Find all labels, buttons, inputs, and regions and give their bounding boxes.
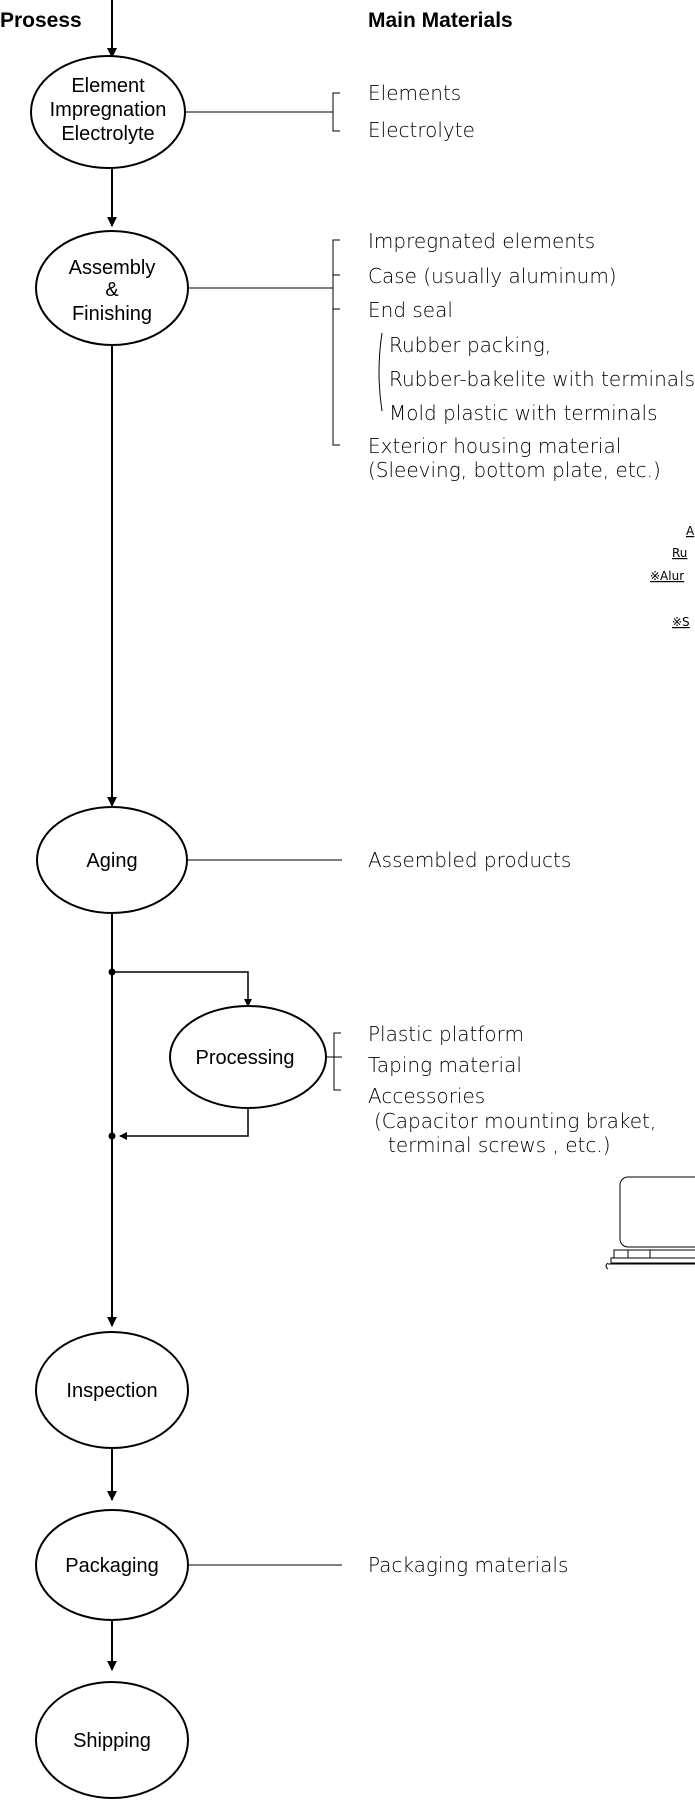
material-end-seal-option-3: Mold plastic with terminals <box>389 401 658 425</box>
material-assembled-products: Assembled products <box>368 848 571 872</box>
material-taping: Taping material <box>368 1053 522 1077</box>
bracket-element <box>332 92 340 132</box>
node-processing-label: Processing <box>196 1047 295 1069</box>
material-exterior-housing: Exterior housing material <box>368 434 621 458</box>
node-shipping-label: Shipping <box>73 1730 151 1752</box>
node-inspection-label: Inspection <box>66 1380 157 1402</box>
material-exterior-housing-note: (Sleeving, bottom plate, etc.) <box>368 458 661 482</box>
material-case: Case (usually aluminum) <box>368 264 617 288</box>
node-element-label-3: Electrolyte <box>61 123 154 145</box>
junction-dot-out <box>108 968 116 976</box>
capacitor-platform-curl <box>605 1262 609 1270</box>
processing-loop <box>112 971 252 1140</box>
material-packaging: Packaging materials <box>368 1553 568 1577</box>
bracket-processing <box>333 1032 341 1091</box>
node-shipping <box>35 1681 189 1799</box>
node-element-label-1: Element <box>71 75 145 97</box>
clipped-fragment-4: ※S <box>672 615 690 629</box>
capacitor-platform <box>610 1257 695 1264</box>
node-packaging-label: Packaging <box>65 1555 158 1577</box>
material-end-seal: End seal <box>368 298 453 322</box>
junction-dot-in <box>108 1132 116 1140</box>
material-plastic-platform: Plastic platform <box>368 1022 524 1046</box>
material-electrolyte: Electrolyte <box>368 118 475 142</box>
material-impregnated-elements: Impregnated elements <box>368 229 595 253</box>
material-end-seal-option-1: Rubber packing, <box>389 333 551 357</box>
node-assembly-label-2: & <box>105 279 119 301</box>
materials-header: Main Materials <box>368 9 513 32</box>
end-seal-paren <box>378 332 383 412</box>
material-connectors <box>185 92 383 1566</box>
process-header: Prosess <box>0 9 82 32</box>
material-accessories-note-1: (Capacitor mounting braket, <box>374 1109 656 1133</box>
node-element-label-2: Impregnation <box>50 99 167 121</box>
capacitor-body <box>619 1176 695 1248</box>
node-assembly-label-3: Finishing <box>72 303 152 325</box>
material-end-seal-option-2: Rubber-bakelite with terminals <box>389 367 695 391</box>
material-elements: Elements <box>368 81 461 105</box>
clipped-fragment-1: A <box>686 524 695 538</box>
material-accessories: Accessories <box>368 1084 485 1108</box>
clipped-fragment-3: ※Alur <box>650 569 684 583</box>
node-inspection <box>35 1331 189 1449</box>
material-accessories-note-2: terminal screws , etc.) <box>388 1133 611 1157</box>
node-assembly-label-1: Assembly <box>69 257 156 279</box>
processing-in-arrow <box>112 971 252 1007</box>
capacitor-illustration <box>605 1176 695 1270</box>
processing-out-arrow <box>119 1108 249 1140</box>
capacitor-base <box>613 1249 695 1259</box>
clipped-fragment-2: Ru <box>672 546 687 560</box>
node-aging-label: Aging <box>86 850 137 872</box>
bracket-assembly <box>332 239 340 446</box>
